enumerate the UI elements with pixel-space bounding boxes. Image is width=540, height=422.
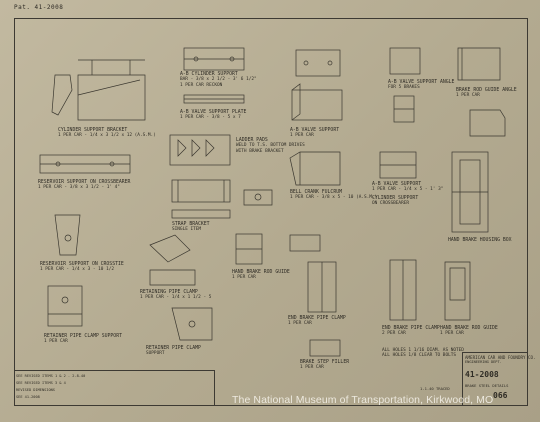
- drawing-retainer-pipe-clamp-bracket: [171, 307, 213, 341]
- drawing-hand-brake-housing: [451, 151, 489, 233]
- drawing-end-brake-pipe-clamp: [307, 261, 341, 357]
- revision-line: SEE REVISED ITEMS 1 & 2 - 2-8-40: [16, 374, 86, 378]
- drawing-border: [14, 18, 528, 406]
- drawing-description: BRAKE STEEL DETAILS: [465, 383, 509, 388]
- drawing-valve-support-2: [379, 151, 417, 179]
- sheet-label: Pat. 41-2008: [14, 4, 64, 11]
- title-block: AMERICAN CAR AND FOUNDRY CO. ENGINEERING…: [462, 352, 536, 405]
- drawing-end-brake-pipe-clamp-2: [389, 259, 471, 321]
- drawing-bell-crank-fulcrum: [243, 151, 341, 206]
- drawing-cylinder-support-bracket: [51, 59, 146, 121]
- drawing-ladder-pads: [169, 134, 231, 219]
- drawing-reservoir-support-crosstie: [54, 214, 81, 256]
- drawing-retaining-pipe-clamp: [149, 234, 196, 286]
- drawing-ab-valve-support-angle: [389, 47, 421, 123]
- caption-part: HAND BRAKE HOUSING BOX: [448, 238, 512, 243]
- department: ENGINEERING DEPT.: [465, 360, 502, 364]
- revision-line: REVISED DIMENSIONS: [16, 388, 55, 392]
- museum-watermark: The National Museum of Transportation, K…: [232, 394, 494, 406]
- revision-line: SEE REVISED ITEMS 3 & 4: [16, 381, 66, 385]
- drawing-reservoir-support: [39, 154, 131, 174]
- drawing-number: 41-2008: [465, 370, 499, 379]
- trace-date: 1-1-40 TRACED: [420, 386, 450, 391]
- drawing-ab-cylinder-support: [183, 47, 245, 104]
- drawing-retainer-pipe-clamp-support: [47, 285, 83, 327]
- revision-block: SEE REVISED ITEMS 1 & 2 - 2-8-40 SEE REV…: [14, 370, 215, 405]
- revision-line: SEE 41-2008: [16, 395, 40, 399]
- drawing-ab-valve-support-plate: [291, 49, 343, 121]
- sheet-number: 066: [493, 391, 508, 400]
- drawing-brake-rod-guide: [457, 47, 506, 137]
- drawing-hand-brake-rod-guide-1: [235, 233, 321, 265]
- company-name: AMERICAN CAR AND FOUNDRY CO.: [465, 355, 536, 360]
